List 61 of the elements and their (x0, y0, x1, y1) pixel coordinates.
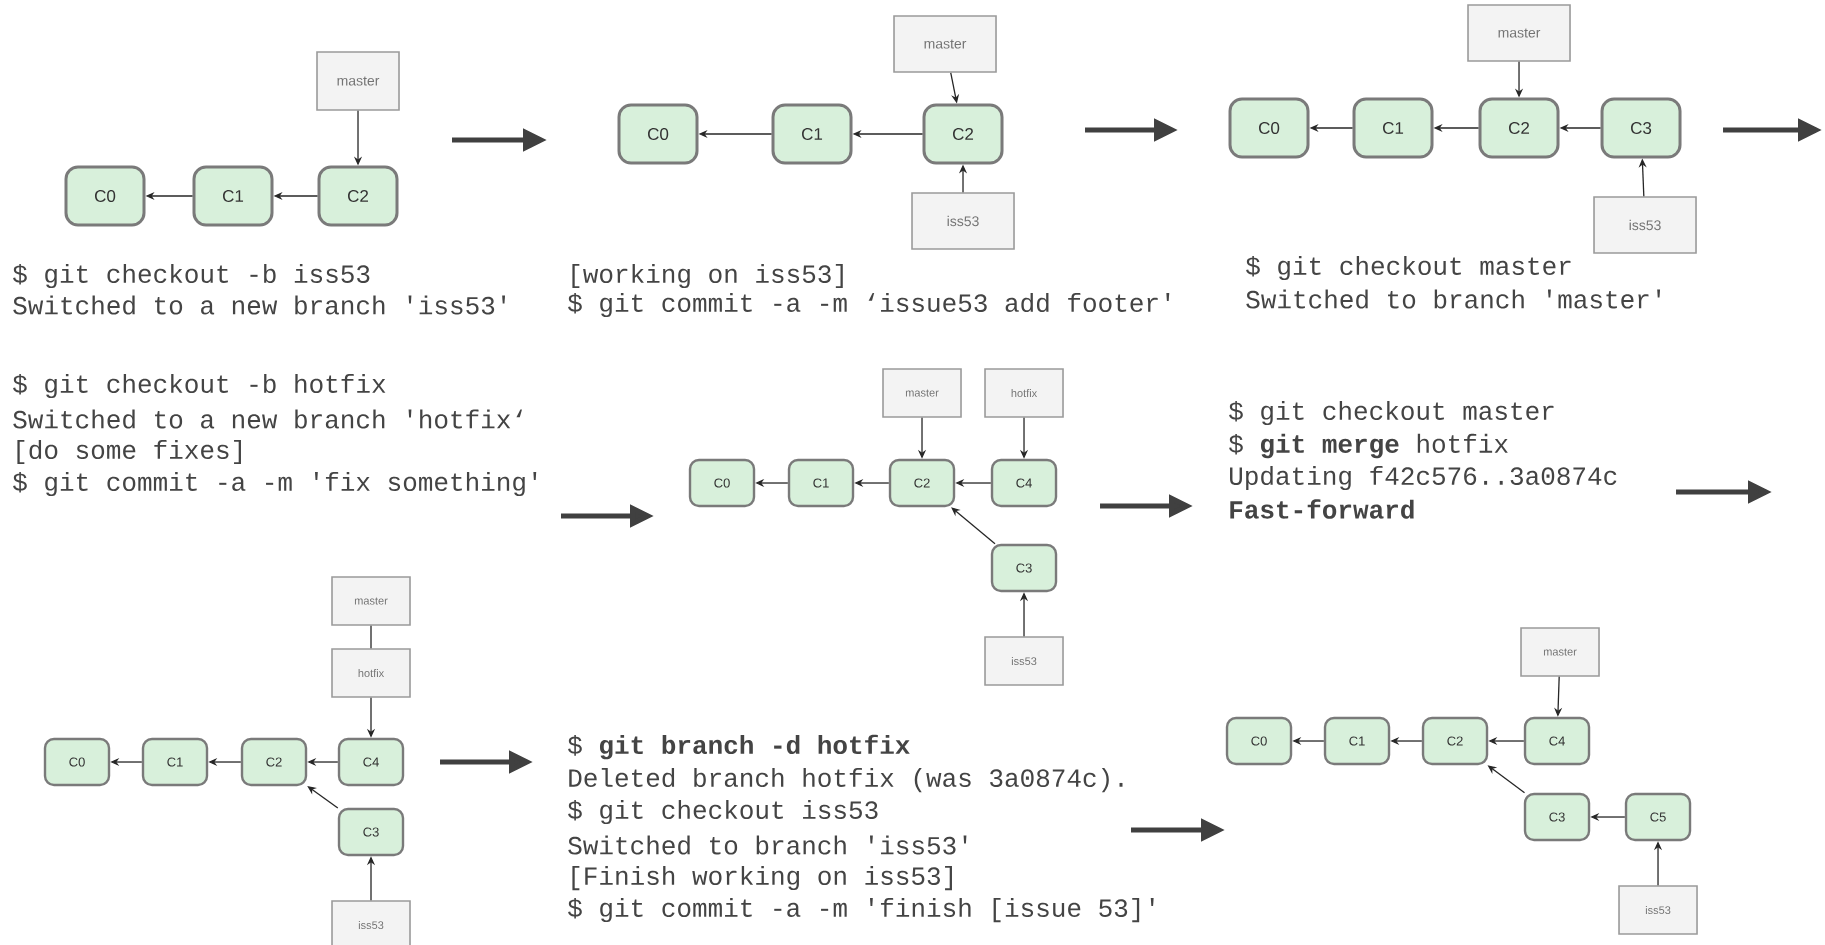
commit-node: C2 (1478, 97, 1560, 159)
branch-label-box: master (1520, 627, 1600, 677)
arrow (951, 507, 996, 545)
branch-label-box: iss53 (984, 636, 1064, 686)
command-text: Switched to branch 'master' (1246, 289, 1661, 309)
branch-label-box: hotfix (984, 368, 1064, 418)
command-text: $ git commit -a -m 'finish [issue 53]' (568, 897, 1154, 923)
command-text: Switched to a new branch 'hotfix‘ (13, 409, 522, 429)
command-text: Updating f42c576..3a0874c (1230, 465, 1617, 491)
commit-node: C3 (990, 543, 1058, 593)
commit-node: C4 (1523, 716, 1591, 766)
commit-node: C1 (1352, 97, 1434, 159)
branch-label-box: master (1467, 4, 1571, 62)
commit-node: C5 (1624, 792, 1692, 842)
branch-label-box: iss53 (1618, 885, 1698, 935)
commit-node: C2 (888, 458, 956, 508)
branch-label-box: master (331, 576, 411, 626)
commit-node: C1 (771, 103, 853, 165)
branch-label-box: iss53 (331, 900, 411, 945)
command-text: $ git commit -a -m 'fix something' (13, 471, 537, 497)
commit-node: C2 (922, 103, 1004, 165)
branch-label-box: hotfix (331, 648, 411, 698)
commit-node: C2 (1421, 716, 1489, 766)
command-text: $ git commit -a -m ‘issue53 add footer' (568, 292, 1170, 318)
commit-node: C3 (337, 807, 405, 857)
commit-node: C3 (1523, 792, 1591, 842)
commit-node: C0 (1225, 716, 1293, 766)
commit-node: C1 (1323, 716, 1391, 766)
commit-node: C1 (192, 165, 274, 227)
command-text: $ git branch -d hotfix (568, 734, 910, 760)
connector-line (370, 625, 372, 649)
commit-node: C0 (688, 458, 756, 508)
command-text: $ git merge hotfix (1229, 433, 1508, 459)
commit-node: C4 (990, 458, 1058, 508)
commit-node: C0 (617, 103, 699, 165)
commit-node: C2 (240, 737, 308, 787)
command-text: Fast-forward (1230, 499, 1414, 519)
command-text: Switched to branch 'iss53' (568, 835, 967, 855)
branch-label-box: iss53 (1593, 196, 1697, 254)
branch-label-box: iss53 (911, 192, 1015, 250)
command-text: $ git checkout master (1229, 400, 1554, 426)
commit-node: C4 (337, 737, 405, 787)
command-text: Deleted branch hotfix (was 3a0874c). (569, 767, 1123, 793)
commit-node: C0 (43, 737, 111, 787)
branch-label-box: master (893, 15, 997, 73)
command-text: [do some fixes] (17, 439, 241, 465)
command-text: $ git checkout -b hotfix (13, 373, 386, 399)
branch-label-box: master (316, 51, 400, 111)
command-text: $ git checkout master (1246, 255, 1571, 281)
command-text: $ git checkout -b iss53 (13, 263, 370, 289)
command-text: Switched to a new branch 'iss53' (13, 295, 505, 315)
commit-node: C3 (1600, 97, 1682, 159)
command-text: [Finish working on iss53] (572, 865, 952, 891)
commit-node: C0 (64, 165, 146, 227)
commit-node: C1 (787, 458, 855, 508)
commit-node: C0 (1228, 97, 1310, 159)
branch-label-box: master (882, 368, 962, 418)
command-text: $ git checkout iss53 (568, 799, 878, 825)
commit-node: C1 (141, 737, 209, 787)
commit-node: C2 (317, 165, 399, 227)
command-text: [working on iss53] (572, 263, 843, 289)
